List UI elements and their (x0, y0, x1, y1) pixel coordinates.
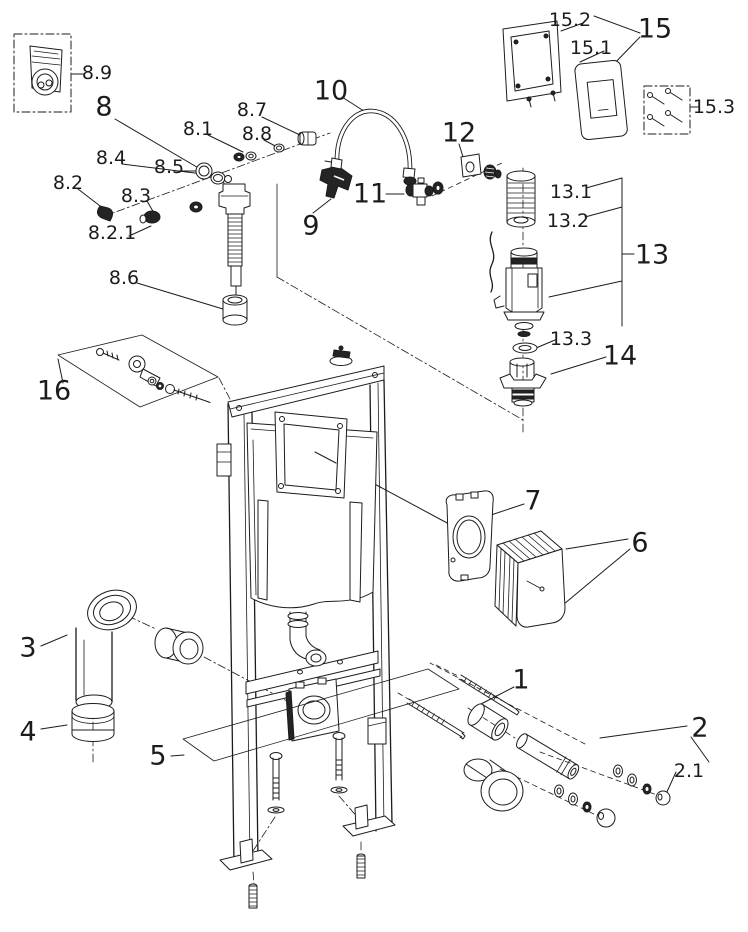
label-8-5: 8.5 (153, 156, 185, 178)
label-3: 3 (19, 632, 37, 664)
group-12-connection-set (432, 153, 502, 195)
group-1-fixing-sleeve (458, 674, 520, 741)
part-7-collar (445, 490, 494, 582)
label-9: 9 (302, 210, 320, 242)
label-13: 13 (634, 239, 670, 271)
label-8-1: 8.1 (182, 118, 214, 140)
label-10: 10 (313, 75, 349, 107)
label-8-2-1: 8.2.1 (87, 222, 137, 244)
label-13-3: 13.3 (549, 328, 593, 350)
part-14-outlet-valve-seat (499, 357, 547, 407)
group-8-fill-valve (96, 131, 317, 326)
group-2-fixing-set (406, 698, 671, 828)
label-8-9: 8.9 (81, 62, 113, 84)
cistern (246, 345, 378, 742)
label-15-2: 15.2 (548, 9, 592, 31)
label-5: 5 (149, 740, 167, 772)
label-13-2: 13.2 (546, 210, 590, 232)
label-8-3: 8.3 (120, 185, 152, 207)
label-8-2: 8.2 (52, 172, 84, 194)
label-13-1: 13.1 (549, 181, 593, 203)
label-2-1: 2.1 (673, 760, 705, 782)
label-8-8: 8.8 (241, 123, 273, 145)
group-15-flush-plate (502, 20, 691, 140)
label-2: 2 (691, 712, 709, 744)
part-8-9-filter-packet (13, 33, 72, 113)
group-16-wall-bracket-set (57, 334, 219, 408)
frame-rails (216, 365, 396, 909)
label-14: 14 (602, 340, 638, 372)
part-9-bracket (319, 165, 353, 199)
label-6: 6 (631, 527, 649, 559)
label-7: 7 (524, 485, 542, 517)
part-3-flush-bend (75, 589, 204, 710)
group-13-flush-valve (489, 170, 545, 354)
label-8: 8 (95, 91, 113, 123)
group-5-outlet-connector-plane (182, 668, 460, 762)
part-11-angle-valve (405, 177, 434, 206)
label-8-4: 8.4 (95, 147, 127, 169)
part-4-seal-cap (71, 703, 115, 742)
label-15: 15 (637, 13, 673, 45)
label-15-1: 15.1 (569, 37, 613, 59)
label-8-6: 8.6 (108, 267, 140, 289)
part-10-flex-hose (324, 108, 417, 186)
part-6-access-box (494, 530, 566, 628)
label-15-3: 15.3 (692, 96, 736, 118)
label-11: 11 (352, 178, 388, 210)
label-16: 16 (36, 375, 72, 407)
label-1: 1 (512, 664, 530, 696)
label-4: 4 (19, 716, 37, 748)
label-12: 12 (441, 117, 477, 149)
leader-lines (40, 15, 710, 795)
label-8-7: 8.7 (236, 99, 268, 121)
